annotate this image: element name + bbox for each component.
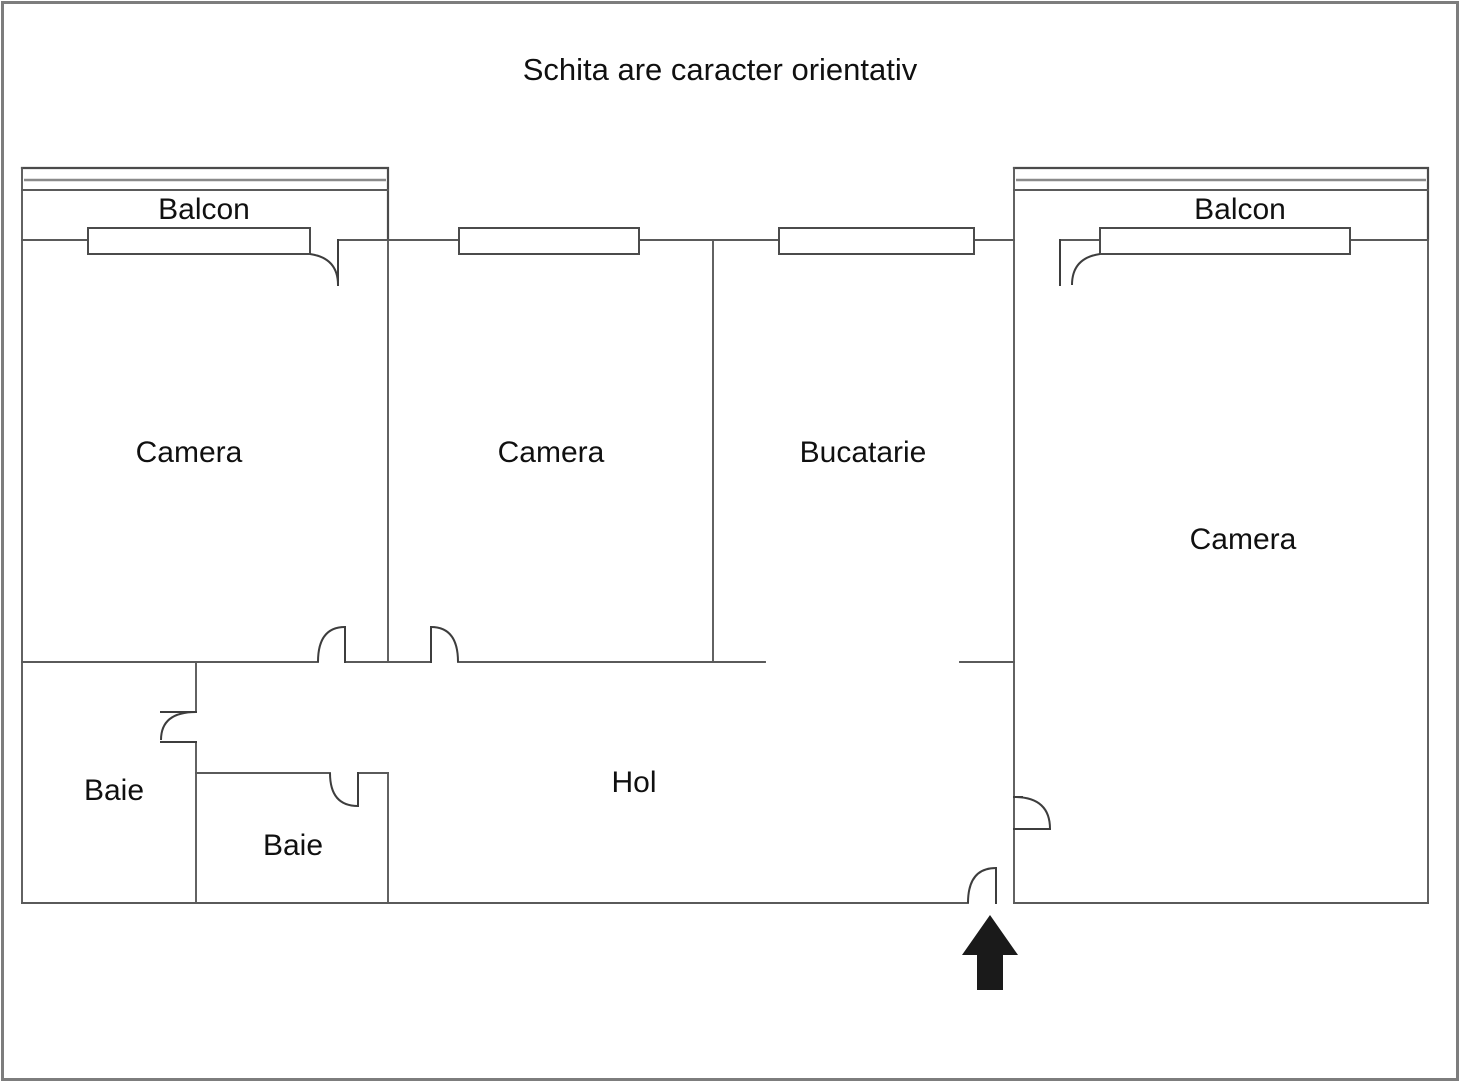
room-label-camera-middle: Camera xyxy=(498,436,605,469)
door-entrance xyxy=(967,867,997,904)
room-label-balcon-left: Balcon xyxy=(158,193,250,226)
door-balcon-right xyxy=(1059,239,1101,286)
door-camera-mid-arc xyxy=(430,626,459,663)
window-balcon-left xyxy=(87,227,311,255)
room-label-bucatarie: Bucatarie xyxy=(800,436,927,469)
room-label-camera-left: Camera xyxy=(136,436,243,469)
door-balcon-left xyxy=(309,239,339,286)
door-baie-left xyxy=(160,711,197,743)
page-title: Schita are caracter orientativ xyxy=(523,52,918,87)
room-label-baie-left: Baie xyxy=(84,774,144,807)
door-balcon-right-arc xyxy=(1071,253,1101,286)
balcon-right-group xyxy=(1012,166,1430,241)
door-balcon-left-arc xyxy=(309,253,339,286)
bathrooms-group xyxy=(195,661,389,904)
door-baie-left-arc xyxy=(160,711,197,741)
main-entrance-arrow xyxy=(962,915,1018,990)
door-camera-right xyxy=(1013,796,1051,830)
balcon-right-outline xyxy=(1012,166,1430,241)
room-label-hol: Hol xyxy=(611,766,656,799)
perimeter-walls xyxy=(21,239,1429,904)
door-camera-mid xyxy=(430,626,459,663)
windows-group xyxy=(87,227,1351,255)
balcon-left-group xyxy=(20,166,390,241)
door-camera-left-arc xyxy=(317,626,346,663)
window-camera-mid xyxy=(458,227,640,255)
interior-walls-upper xyxy=(387,239,1015,904)
door-camera-right-arc xyxy=(1013,796,1051,830)
window-balcon-right xyxy=(1099,227,1351,255)
entrance-arrow-shape xyxy=(962,915,1018,990)
door-entrance-arc xyxy=(967,867,997,904)
window-bucatarie xyxy=(778,227,975,255)
room-label-balcon-right: Balcon xyxy=(1194,193,1286,226)
room-label-baie-right: Baie xyxy=(263,829,323,862)
balcon-left-outline xyxy=(20,166,390,241)
door-camera-left xyxy=(317,626,346,663)
room-label-camera-right: Camera xyxy=(1190,523,1297,556)
door-baie-right-arc xyxy=(329,772,359,807)
door-baie-right xyxy=(329,772,359,807)
